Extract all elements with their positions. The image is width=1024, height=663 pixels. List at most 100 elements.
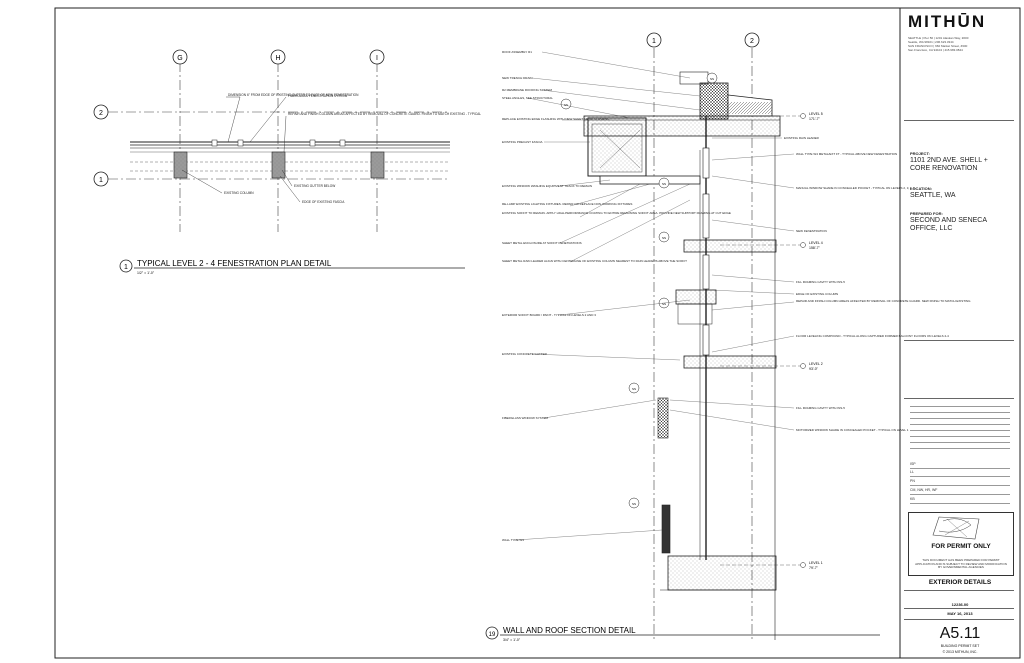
project-name: 1101 2ND AVE. SHELL + CORE RENOVATION <box>910 157 988 172</box>
permit-title: FOR PERMIT ONLY <box>931 543 991 550</box>
section-note-track: EXISTING WINDOW WASHING EQUIPMENT TRACK … <box>502 184 592 188</box>
level-4-label: LEVEL 4 <box>809 241 823 245</box>
section-note-steel: STEEL ANGLES, SEE STRUCTURAL <box>502 96 553 100</box>
level-2-label: LEVEL 2 <box>809 362 823 366</box>
permit-stamp: FOR PERMIT ONLY THIS DOCUMENT HAS BEEN P… <box>908 512 1014 576</box>
section-note-fill-cavity-1: FILL FRAMING CAVITY WITH INS-5 <box>796 280 845 284</box>
grid-bubble-h <box>270 49 286 65</box>
plan-detail-number: 1 <box>124 264 128 271</box>
sheet-border <box>54 7 1021 659</box>
grid-label-h: H <box>275 55 280 62</box>
grid-label-g: G <box>177 55 182 62</box>
plan-note-fiberglass: FIBERGLASS FENESTRATION SYSTEM <box>288 94 348 98</box>
plan-note-column: EXISTING COLUMN <box>224 191 254 195</box>
section-note-gutter: EXISTING CONCRETE GUTTER <box>502 352 548 356</box>
prepared-label: PREPARED FOR: <box>910 211 943 216</box>
section-tag <box>658 177 670 189</box>
section-note-wall-w4: WALL TYPE W4 METAL/EXT FT - TYPICAL ABOV… <box>796 152 897 156</box>
section-note-trench: NEW TRENCH DRAIN <box>502 76 532 80</box>
section-tag-label: SS <box>632 387 636 391</box>
plan-detail: G H I 2 1 DIMENSION 6" FROM EDGE OF EXIS… <box>93 49 481 275</box>
section-detail: 1 2 <box>485 32 971 642</box>
section-note-ex-rain-leader: EXISTING RAIN LEADER <box>784 136 820 140</box>
plan-detail-title: TYPICAL LEVEL 2 - 4 FENESTRATION PLAN DE… <box>137 259 332 268</box>
section-tag <box>628 497 640 509</box>
section-detail-number: 19 <box>489 632 496 638</box>
grid-label-2: 2 <box>99 110 103 117</box>
section-tag-label: SS <box>632 502 636 506</box>
grid-bubble-i <box>369 49 385 65</box>
level-2-elev: 93'-0" <box>809 367 819 371</box>
sheet-title: EXTERIOR DETAILS <box>928 579 992 586</box>
section-note-roof: ROOF ASSEMBLY R1 <box>502 50 532 54</box>
section-tag-label: SS <box>662 182 666 186</box>
section-note-fascia: EXISTING PRECAST FASCIA <box>502 140 542 144</box>
project-label: PROJECT: <box>910 151 930 156</box>
section-tag <box>560 98 572 110</box>
rev-entry: PN <box>910 479 915 483</box>
rev-entry: LL <box>910 470 914 474</box>
section-note-motor-shade: MOTORIZED WINDOW SHADE IN CONCEALED POCK… <box>796 428 909 432</box>
grid-bubble-1 <box>93 171 109 187</box>
section-tag-label: SS <box>710 77 714 81</box>
location: SEATTLE, WA <box>910 192 956 199</box>
section-note-manual-shade: MANUAL WINDOW SHADE IN CONCEALED POCKET … <box>796 186 915 190</box>
title-block: MITHŪN SEATTLE | Pier 56 | 1201 Alaskan … <box>900 8 1018 658</box>
rev-entry: ISP <box>910 462 916 466</box>
section-note-rain-leader: SHEET METAL RAIN LEADER ALIGN WITH CENTE… <box>502 259 687 263</box>
section-tag-label: SS <box>564 103 568 107</box>
section-grid-bubble-2 <box>744 32 760 48</box>
grid-bubble-2 <box>93 104 109 120</box>
location-label: LOCATION: <box>910 186 932 191</box>
firm-logo: MITHŪN <box>908 12 987 31</box>
plan-note-fascia: EDGE OF EXISTING FASCIA <box>302 200 345 204</box>
level-5-label: LEVEL 5 <box>809 112 823 116</box>
firm-address-line: Seattle, WA 98101 | 206.623.3344 <box>908 40 954 44</box>
plan-detail-bubble <box>119 259 133 273</box>
sheet-number: A5.11 <box>939 625 981 642</box>
section-note-flashing: REPLACE EXISTING EDGE FLASHING WITH NEW … <box>502 117 610 121</box>
section-detail-bubble <box>485 626 499 640</box>
section-note-relamp: RE-LAMP EXISTING LIGHTING FIXTURES. REPA… <box>502 202 632 206</box>
copyright: © 2013 MITHUN, INC. <box>942 650 978 654</box>
set-name: BUILDING PERMIT SET <box>940 644 980 648</box>
level-1-elev: 79'-7" <box>809 566 819 570</box>
section-grid-bubble-1 <box>646 32 662 48</box>
section-note-soffit-board: EXTERIOR SOFFIT BOARD / PAINT - TYPICAL … <box>502 313 596 317</box>
level-4-elev: 158'-7" <box>809 246 821 250</box>
rev-entry: CM, NW, HR, WF <box>910 488 938 492</box>
firm-address-line: SAN FRANCISCO | 660 Market Street, #300 <box>908 44 968 48</box>
section-tag <box>706 72 718 84</box>
project-number: 12236.00 <box>951 602 969 607</box>
section-note-fill-cavity-2: FILL FRAMING CAVITY WITH INS-5 <box>796 406 845 410</box>
issue-date: MAY 16, 2013 <box>947 611 973 616</box>
section-note-new-fenestration: NEW FENESTRATION <box>796 229 827 233</box>
section-detail-title: WALL AND ROOF SECTION DETAIL <box>503 626 636 635</box>
plan-note-dimension: DIMENSION 6" FROM EDGE OF EXISTING GUTTE… <box>228 93 359 97</box>
section-grid-label-2: 2 <box>750 38 754 45</box>
prepared-for: SECOND AND SENECA OFFICE, LLC <box>910 217 987 232</box>
firm-address-line: SEATTLE | Pier 56 | 1201 Alaskan Way, #2… <box>908 36 969 40</box>
grid-bubble-g <box>172 49 188 65</box>
level-1-label: LEVEL 1 <box>809 561 823 565</box>
section-note-enclosure: SHEET METAL ENCLOSURE AT SOFFIT PENETRAT… <box>502 241 582 245</box>
rev-entry: KB <box>910 497 915 501</box>
section-grid-label-1: 1 <box>652 38 656 45</box>
permit-note: THIS DOCUMENT HAS BEEN PREPARED FOR PERM… <box>915 558 1007 570</box>
section-note-repair-column: REPAIR AND FINISH COLUMN AREAS AFFECTED … <box>796 299 971 303</box>
section-tag-label: SS <box>662 236 666 240</box>
section-note-window: FIBERGLASS WINDOW SYSTEM <box>502 416 549 420</box>
plan-note-repair: REPAIR AND FINISH COLUMN AREAS AFFECTED … <box>288 112 481 116</box>
stamp-sketch <box>932 516 980 540</box>
section-tag-label: SS <box>662 302 666 306</box>
section-tag <box>658 231 670 243</box>
firm-address-line: San Francisco, CA 94104 | 415.983.0844 <box>908 48 963 52</box>
grid-label-1: 1 <box>99 177 103 184</box>
section-note-leveling: FLOOR LEVELING COMPOUND - TYPICAL ALONG … <box>796 334 949 338</box>
section-note-membrane: R2 MEMBRANE ROOFING SYSTEM <box>502 88 553 92</box>
level-5-elev: 171'-7" <box>809 117 821 121</box>
grid-label-i: I <box>376 55 378 62</box>
section-note-edge-column: EDGE OF EXISTING COLUMN <box>796 292 838 296</box>
section-tag <box>628 382 640 394</box>
